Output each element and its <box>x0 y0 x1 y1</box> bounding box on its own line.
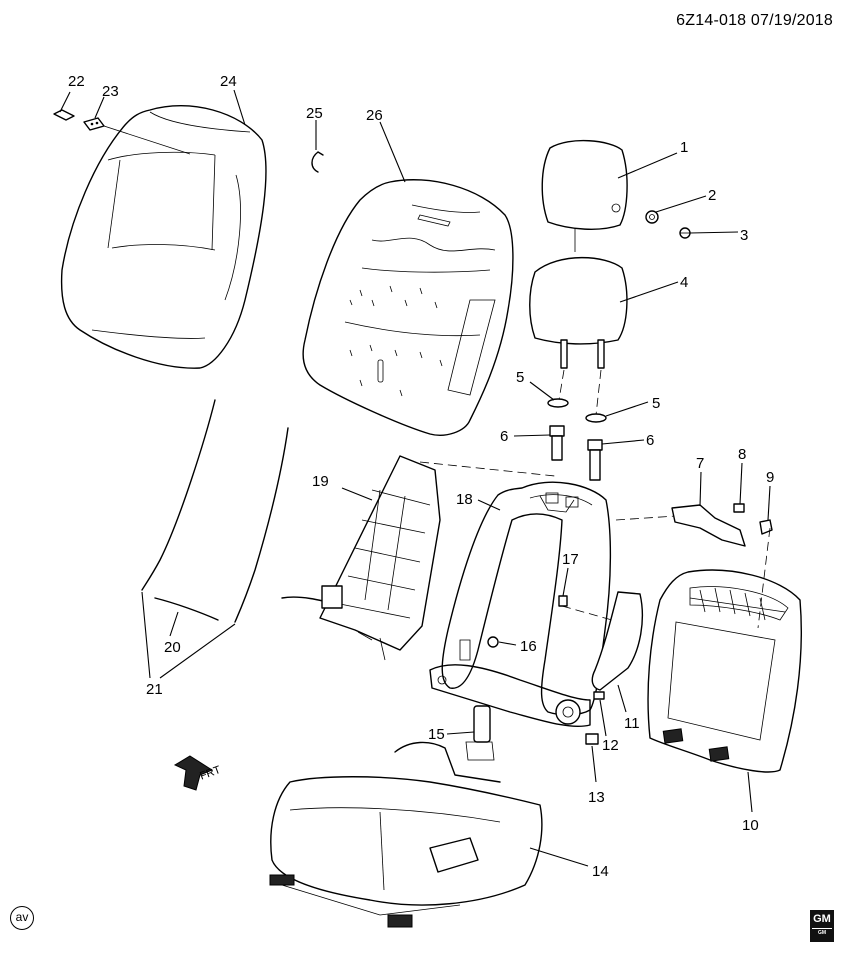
callout-13: 13 <box>588 789 605 806</box>
head-restraint-1 <box>541 139 628 230</box>
callout-3: 3 <box>740 227 748 244</box>
gm-logo: GM GM <box>810 910 834 942</box>
seat-back-frame <box>429 481 612 728</box>
screw-8 <box>733 503 745 513</box>
gm-logo-text: GM <box>813 913 831 925</box>
av-badge: av <box>10 906 34 930</box>
guide-3 <box>679 227 691 239</box>
callout-4: 4 <box>680 274 688 291</box>
callout-9: 9 <box>766 469 774 486</box>
bolt-13 <box>585 733 599 745</box>
wire-rod-20 <box>154 597 219 621</box>
guide-6-left <box>549 425 565 461</box>
bezel-5-right <box>585 413 607 423</box>
clip-9 <box>759 519 773 535</box>
callout-23: 23 <box>102 83 119 100</box>
callout-2: 2 <box>708 187 716 204</box>
retainer-23 <box>83 117 105 131</box>
callout-22: 22 <box>68 73 85 90</box>
bracket-7 <box>671 504 746 547</box>
bezel-5-left <box>547 398 569 408</box>
callout-25: 25 <box>306 105 323 122</box>
motor-15 <box>465 705 495 761</box>
clip-22 <box>53 109 75 121</box>
clip-25 <box>311 151 324 173</box>
grommet-16 <box>487 636 499 648</box>
callout-14: 14 <box>592 863 609 880</box>
gm-logo-sub: GM <box>812 928 832 937</box>
bolt-12 <box>593 691 605 700</box>
callout-17: 17 <box>562 551 579 568</box>
seat-back-cover <box>60 104 267 369</box>
callout-1: 1 <box>680 139 688 156</box>
callout-11: 11 <box>624 715 640 732</box>
seat-back-panel <box>647 569 802 773</box>
seat-cushion <box>269 741 543 928</box>
callout-24: 24 <box>220 73 237 90</box>
callout-18: 18 <box>456 491 473 508</box>
callout-numbers: 1 2 3 4 5 5 6 6 7 8 9 10 11 12 13 14 15 … <box>68 73 774 880</box>
front-direction-arrow: FRT <box>173 755 223 791</box>
guide-6-right <box>587 439 603 481</box>
callout-26: 26 <box>366 107 383 124</box>
head-restraint-4 <box>529 256 628 369</box>
callout-15: 15 <box>428 726 445 743</box>
suspension-mat <box>281 455 441 661</box>
callout-6-right: 6 <box>646 432 654 449</box>
seat-back-pad <box>302 179 514 436</box>
callout-10: 10 <box>742 817 759 834</box>
callout-7: 7 <box>696 455 704 472</box>
callout-6-left: 6 <box>500 428 508 445</box>
guide-2 <box>645 210 659 224</box>
callout-20: 20 <box>164 639 181 656</box>
leader-lines <box>59 89 771 867</box>
callout-21: 21 <box>146 681 163 698</box>
document-id: 6Z14-018 07/19/2018 <box>676 12 833 29</box>
callout-19: 19 <box>312 473 329 490</box>
callout-16: 16 <box>520 638 537 655</box>
callout-5-right: 5 <box>652 395 660 412</box>
side-panel-11 <box>591 591 643 691</box>
fastener-17 <box>558 595 568 607</box>
callout-8: 8 <box>738 446 746 463</box>
callout-12: 12 <box>602 737 619 754</box>
wire-rod-21 <box>141 399 289 623</box>
callout-5-left: 5 <box>516 369 524 386</box>
